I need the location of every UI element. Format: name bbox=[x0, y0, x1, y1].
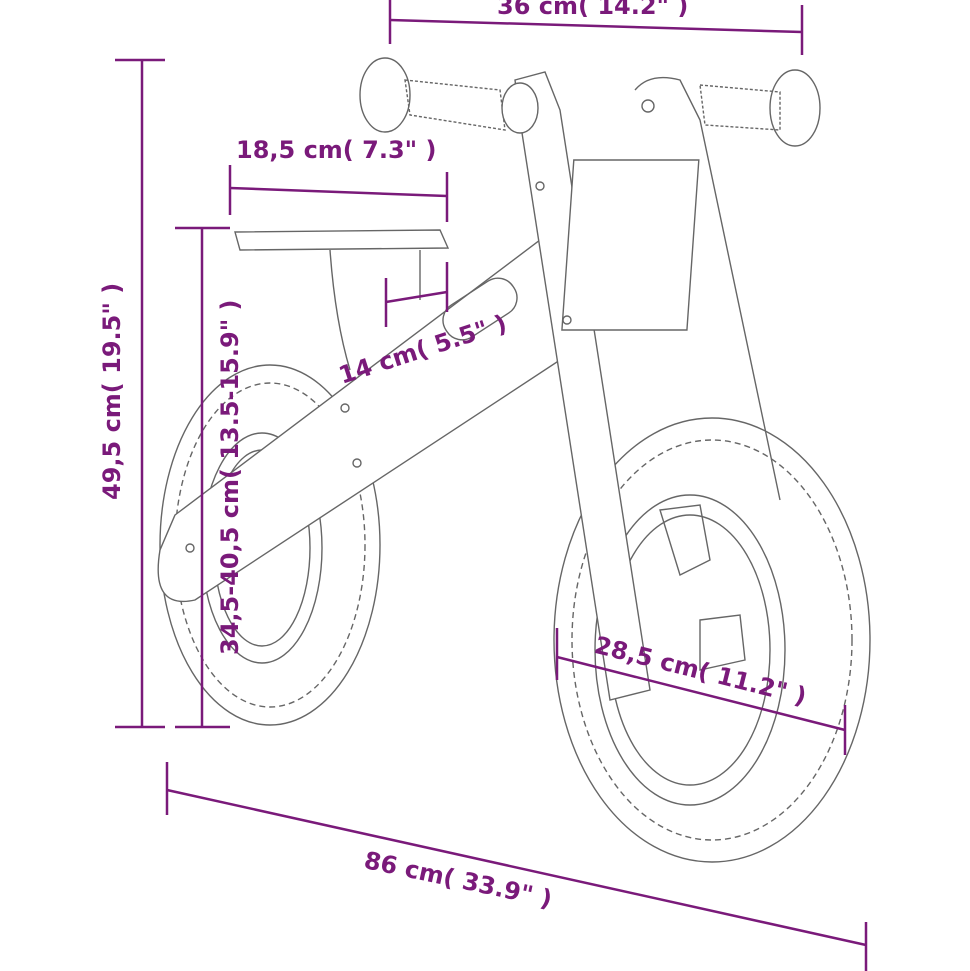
seat-height-label: 34,5-40,5 cm( 13.5-15.9" ) bbox=[216, 299, 244, 655]
fork bbox=[514, 71, 781, 701]
seat bbox=[234, 229, 450, 371]
handlebars bbox=[359, 57, 821, 147]
handlebar-width-label: 36 cm( 14.2" ) bbox=[497, 0, 689, 20]
dimension-lines bbox=[115, 0, 868, 971]
seat-length-label: 18,5 cm( 7.3" ) bbox=[236, 136, 437, 164]
total-height-label: 49,5 cm( 19.5" ) bbox=[98, 282, 126, 500]
